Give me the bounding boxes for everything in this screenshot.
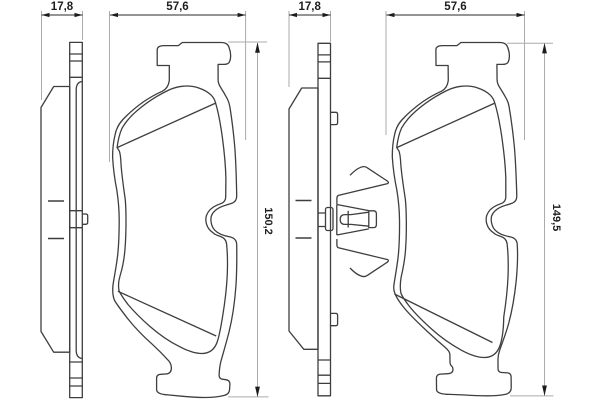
svg-text:150,2: 150,2 — [262, 207, 274, 235]
svg-text:17,8: 17,8 — [299, 1, 322, 13]
svg-text:57,6: 57,6 — [444, 1, 466, 13]
svg-text:149,5: 149,5 — [550, 204, 562, 232]
svg-text:17,8: 17,8 — [51, 1, 74, 13]
svg-text:57,6: 57,6 — [166, 1, 188, 13]
